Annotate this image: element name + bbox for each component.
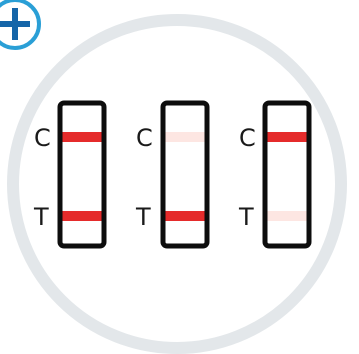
strip-1: C T (135, 100, 210, 249)
strip-0: C T (33, 100, 107, 249)
test-label: T (135, 203, 151, 231)
test-label: T (238, 203, 254, 231)
cassette-outline (262, 100, 312, 249)
cassette-outline (57, 100, 107, 249)
test-line (62, 211, 102, 221)
cassette-outline (160, 100, 210, 249)
test-line (267, 211, 307, 221)
control-label: C (239, 124, 256, 152)
test-label: T (33, 203, 49, 231)
plus-circle-icon (0, 0, 41, 50)
background-ring (7, 14, 347, 354)
strip-2: C T (238, 100, 312, 249)
control-line (267, 132, 307, 142)
control-line (165, 132, 205, 142)
control-label: C (136, 124, 153, 152)
test-line (165, 211, 205, 221)
control-line (62, 132, 102, 142)
control-label: C (34, 124, 51, 152)
